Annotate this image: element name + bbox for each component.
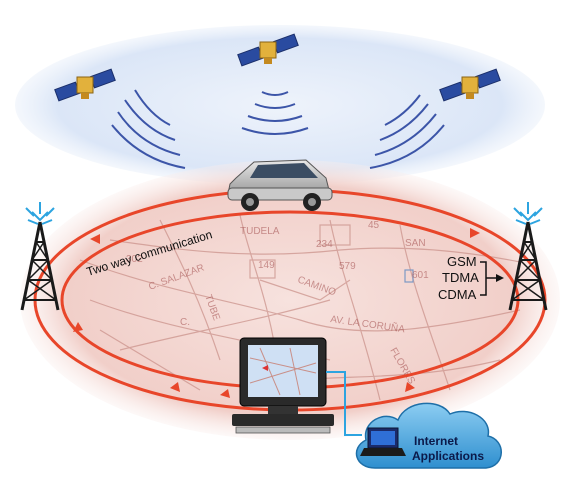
computer-cloud-link <box>326 371 362 436</box>
arrow-icon <box>405 382 415 392</box>
map-label: C. <box>180 317 190 328</box>
cloud-label-internet: Internet <box>414 434 458 448</box>
arrow-icon <box>90 234 100 244</box>
computer-workstation-icon <box>232 337 334 434</box>
network-standards: GSM TDMA CDMA <box>438 254 504 302</box>
arrow-icon <box>220 389 230 398</box>
map-label: 302 <box>126 254 143 265</box>
arrow-icon <box>496 274 504 282</box>
map-label: 234 <box>316 239 333 250</box>
map-label: TUDELA <box>240 226 280 237</box>
map-label: SAN <box>405 238 426 249</box>
sky-cloud-background <box>15 25 545 185</box>
arrow-icon <box>170 382 180 392</box>
signal-waves-right <box>369 94 445 169</box>
map-label: 45 <box>368 220 380 231</box>
arrow-icon <box>470 228 480 238</box>
ring-direction-arrows <box>73 228 480 398</box>
signal-waves-left <box>111 89 186 169</box>
vehicle-suv-icon <box>227 159 333 211</box>
map-label: 149 <box>258 260 275 271</box>
network-tdma-label: TDMA <box>442 270 479 285</box>
network-cdma-label: CDMA <box>438 287 477 302</box>
signal-waves-center <box>241 91 309 135</box>
map-label: 579 <box>339 261 356 272</box>
map-label: 601 <box>412 270 429 281</box>
arrow-icon <box>73 322 83 332</box>
network-gsm-label: GSM <box>447 254 477 269</box>
internet-cloud: Internet Applications <box>355 402 502 469</box>
network-bracket <box>480 261 496 296</box>
cloud-label-applications: Applications <box>412 449 484 463</box>
laptop-icon <box>360 427 406 456</box>
